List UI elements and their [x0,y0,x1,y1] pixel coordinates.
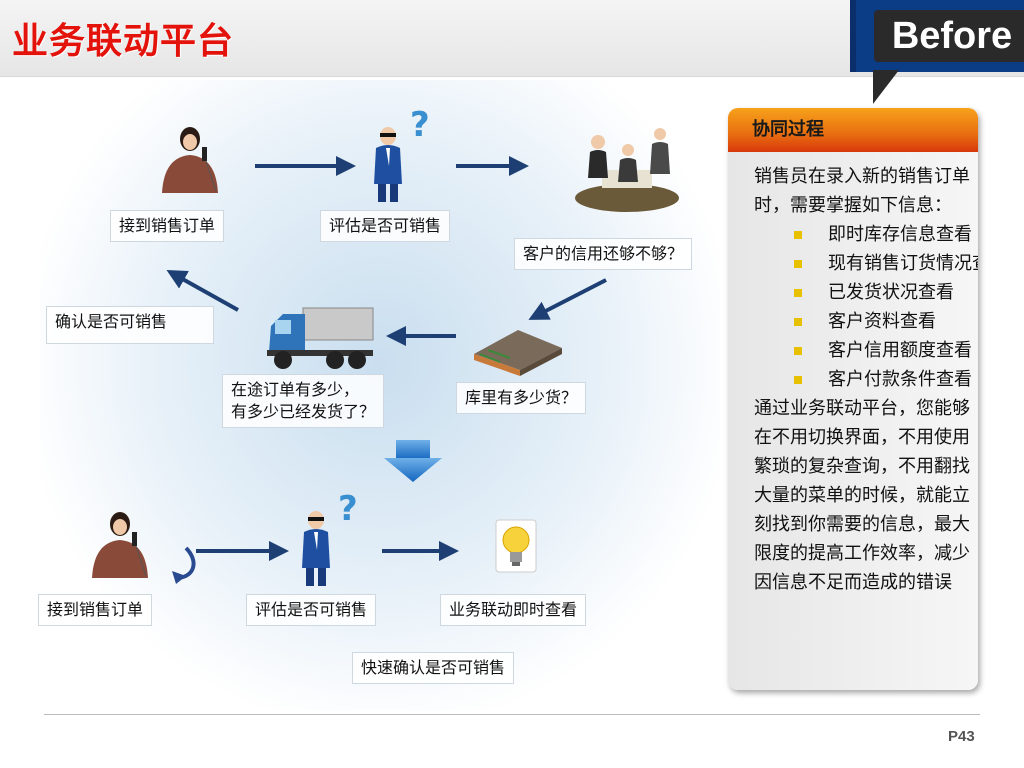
question-person-icon-bottom: ? [302,492,358,586]
before-badge: Before [850,0,1024,72]
svg-text:?: ? [338,492,358,529]
bullet-icon [794,376,802,384]
collaboration-panel: 协同过程 销售员在录入新的销售订单时，需要掌握如下信息： 即时库存信息查看 现有… [728,108,978,690]
panel-intro: 销售员在录入新的销售订单时，需要掌握如下信息： [754,166,970,216]
label-instant-view: 业务联动即时查看 [440,594,587,626]
lightbulb-icon [495,519,537,573]
panel-heading: 协同过程 [728,108,978,152]
phone-person-icon [162,127,218,193]
page-number: P43 [948,728,975,745]
svg-text:?: ? [410,108,430,145]
phone-person-icon-bottom [92,512,148,578]
label-receive-order-bottom: 接到销售订单 [38,594,153,626]
label-evaluate-top: 评估是否可销售 [320,210,451,242]
warehouse-icon [474,330,562,376]
list-item: 已发货状况查看 [794,278,970,307]
question-person-icon: ? [374,108,430,202]
panel-body: 销售员在录入新的销售订单时，需要掌握如下信息： 即时库存信息查看 现有销售订货情… [728,152,978,597]
list-item: 客户资料查看 [794,307,970,336]
label-quick-confirm: 快速确认是否可销售 [352,652,515,684]
label-credit-check: 客户的信用还够不够？ [514,238,693,270]
truck-icon [267,307,374,369]
bullet-icon [794,260,802,268]
page-title: 业务联动平台 [12,21,235,62]
bullet-icon [794,347,802,355]
list-item: 即时库存信息查看 [794,220,972,249]
bullet-icon [794,289,802,297]
label-warehouse-stock: 库里有多少货？ [456,382,587,414]
badge-tail [873,70,899,104]
label-confirm-sale: 确认是否可销售 [46,306,214,344]
info-list: 即时库存信息查看 现有销售订货情况查看 已发货状况查看 客户资料查看 客户信用额… [754,220,978,394]
list-item: 客户付款条件查看 [794,365,972,394]
before-label: Before [874,10,1024,62]
list-item: 客户信用额度查看 [794,336,972,365]
footer-divider [44,714,980,715]
label-evaluate-bottom: 评估是否可销售 [246,594,377,626]
bullet-icon [794,231,802,239]
bullet-icon [794,318,802,326]
list-item: 现有销售订货情况查看 [794,249,978,278]
panel-conclusion: 通过业务联动平台，您能够在不用切换界面，不用使用繁琐的复杂查询，不用翻找大量的菜… [754,398,970,593]
meeting-icon [575,128,679,212]
label-in-transit: 在途订单有多少， 有多少已经发货了？ [222,374,385,428]
label-receive-order-top: 接到销售订单 [110,210,225,242]
